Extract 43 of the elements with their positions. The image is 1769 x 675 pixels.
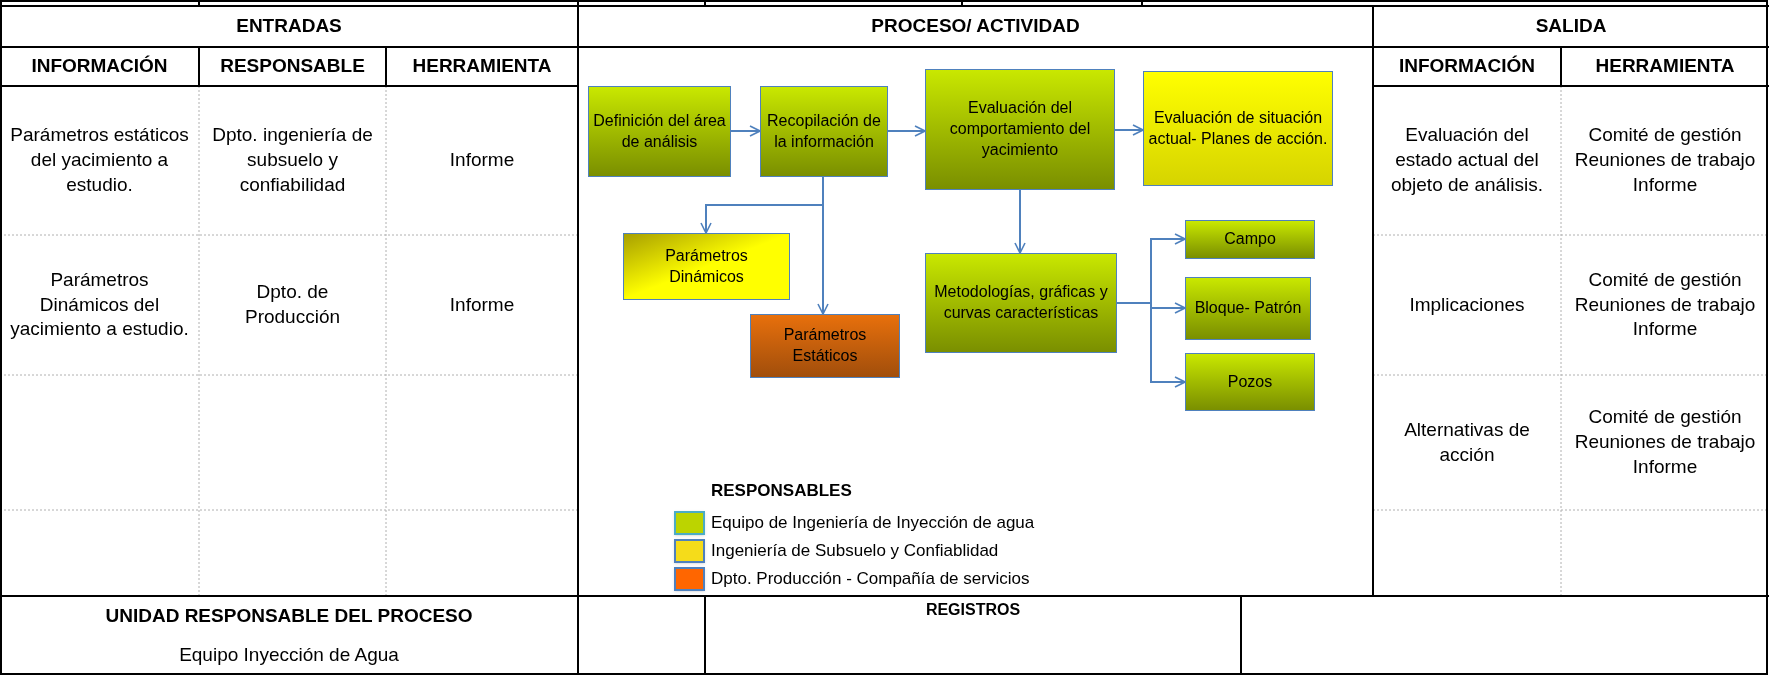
legend-text: Dpto. Producción - Compañía de servicios xyxy=(711,568,1030,590)
arrow xyxy=(1116,302,1186,388)
legend-title: RESPONSABLES xyxy=(711,480,852,503)
table-cell-text: Equipo Inyección de Agua xyxy=(179,643,399,668)
legend-text: Equipo de Ingeniería de Inyección de agua xyxy=(711,512,1035,534)
table-cell-text: Comité de gestión Reuniones de trabajo Informe xyxy=(1573,405,1757,479)
column-header: HERRAMIENTA xyxy=(1595,54,1735,79)
table-cell-text: Comité de gestión Reuniones de trabajo Informe xyxy=(1573,267,1757,342)
table-cell-text: Informe xyxy=(449,148,515,173)
process-box: Campo xyxy=(1185,220,1315,259)
table-cell-text: Dpto. de Producción xyxy=(243,280,342,329)
process-box: Pozos xyxy=(1185,353,1315,411)
table-cell-text: Evaluación del estado actual del objeto de análisis. xyxy=(1389,123,1545,197)
arrow xyxy=(1114,124,1144,136)
arrow xyxy=(887,125,926,137)
column-header: SALIDA xyxy=(1535,14,1607,39)
table-cell-text: Implicaciones xyxy=(1409,292,1525,317)
column-header: HERRAMIENTA xyxy=(412,54,552,79)
column-header: PROCESO/ ACTIVIDAD xyxy=(871,14,1080,39)
process-box: Bloque- Patrón xyxy=(1185,277,1311,340)
column-header: ENTRADAS xyxy=(236,14,342,39)
arrow xyxy=(730,125,761,137)
process-box: Metodologías, gráficas y curvas características xyxy=(925,253,1117,353)
column-header: REGISTROS xyxy=(925,600,1021,620)
column-header: UNIDAD RESPONSABLE DEL PROCESO xyxy=(105,603,473,628)
table-cell-text: Alternativas de acción xyxy=(1403,417,1531,467)
arrow xyxy=(817,176,829,315)
process-box: Recopilación de la información xyxy=(760,86,888,177)
column-header: RESPONSABLE xyxy=(220,54,365,79)
table-cell-text: Informe xyxy=(449,292,515,317)
table-cell-text: Parámetros Dinámicos del yacimiento a estudio. xyxy=(9,267,190,342)
legend-text: Ingeniería de Subsuelo y Confiablidad xyxy=(711,540,999,562)
arrow xyxy=(1014,189,1026,254)
process-box: Evaluación de situación actual- Planes de acción. xyxy=(1143,71,1333,186)
process-box: Parámetros Estáticos xyxy=(750,314,900,378)
column-header: INFORMACIÓN xyxy=(1398,54,1536,79)
process-box: Parámetros Dinámicos xyxy=(623,233,790,300)
process-box: Evaluación del comportamiento del yacimiento xyxy=(925,69,1115,190)
column-header: INFORMACIÓN xyxy=(31,54,168,79)
table-cell-text: Comité de gestión Reuniones de trabajo Informe xyxy=(1573,123,1757,197)
table-cell-text: Parámetros estáticos del yacimiento a estudio. xyxy=(9,123,190,197)
process-box: Definición del área de análisis xyxy=(588,86,731,177)
table-cell-text: Dpto. ingeniería de subsuelo y confiabilidad xyxy=(211,123,374,197)
